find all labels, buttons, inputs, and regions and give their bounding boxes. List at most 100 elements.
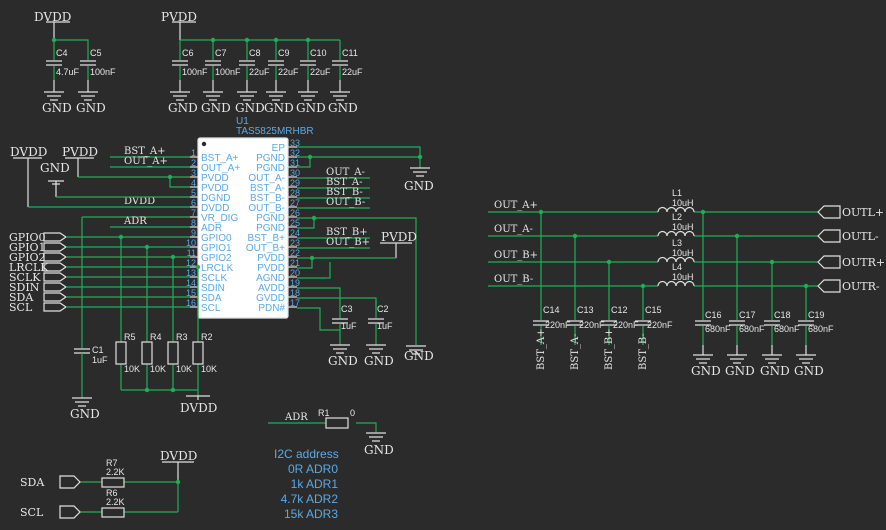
ic-pin-num-24: 24 [290,228,300,238]
ic-pin-name-28: BST_B- [250,193,285,204]
cap-out-2-plates [764,320,780,326]
ic-pin-num-17: 17 [290,298,300,308]
cap-top-2-val: 100nF [182,67,208,77]
cap-out-1-val: 680nF [739,324,765,334]
dvdd-label-bottom: DVDD [180,401,217,415]
port-shape-sda [43,292,68,302]
i2c-pullups: DVDD R7 2.2K R6 2.2K SDA SCL [20,449,197,519]
cap-top-5-val: 22uF [278,67,299,77]
ic-pin-name-11: GPIO2 [201,253,232,264]
ic-pin-num-21: 21 [290,258,300,268]
port-shape-gpio0 [43,232,68,242]
port-sclk: SCLK [9,271,41,284]
gnd-out-3-symbol [796,354,816,364]
gnd-top-3-label: GND [201,101,231,115]
resistor-2-ref: R3 [176,332,188,342]
pvdd-label-ic: PVDD [62,145,98,159]
cap-top-1-val: 100nF [90,67,116,77]
gnd-misc-1-symbol [330,344,350,354]
cap-out-1-plates [729,320,745,326]
port-shape-gpio1 [43,242,68,252]
ic-pin-name-15: SDA [201,293,222,304]
ic-pin-num-25: 25 [290,218,300,228]
port-sda-pullup: SDA [20,476,45,489]
cap-out-3-val: 680nF [808,324,834,334]
ic-pin-name-20: AGND [256,273,285,284]
port-gpio1: GPIO1 [9,241,46,254]
ic-pin-name-21: PVDD [257,263,285,274]
net-bst-b-minus-r: BST_B- [326,187,363,198]
ic-pin-num-20: 20 [290,268,300,278]
ic-pin-name-33: EP [272,143,286,154]
ic-pin-num-32: 32 [290,148,300,158]
gnd-top-4-symbol [237,91,257,101]
ic-pin-name-27: OUT_B- [248,203,285,214]
ic-pin-name-2: OUT_A+ [201,163,240,174]
port-outl-minusplus: OUTL+ [842,206,884,219]
cap-top-4-ref: C8 [249,48,261,58]
port-gpio0: GPIO0 [9,231,46,244]
cap-bst-2-net: BST_B+ [604,328,615,370]
gnd-c1-symbol [72,397,92,407]
r1-body [325,417,349,429]
ic-pin-name-9: GPIO0 [201,233,232,244]
net-out-b-plus-r: OUT_B+ [326,237,370,248]
cap-misc-1-ref: C3 [341,304,353,314]
port-scl: SCL [9,301,33,314]
net-out-b-minus-r: OUT_B- [326,197,365,208]
ic-pin-name-23: OUT_B+ [246,243,285,254]
port-gpio2: GPIO2 [9,251,46,264]
ic-pin-num-29: 29 [290,178,300,188]
gnd-top-7-label: GND [328,101,358,115]
ic-pin-num-6: 6 [191,198,196,208]
ic-pin-num-19: 19 [290,278,300,288]
cap-top-2-ref: C6 [182,48,194,58]
ic-pin-num-26: 26 [290,208,300,218]
cap-top-5-ref: C9 [278,48,290,58]
i2c-row-2: 4.7k ADR2 [281,492,339,506]
gnd-top-3-symbol [203,91,223,101]
ic-pin-name-17: PDN# [258,303,285,314]
ic-pin-name-6: DVDD [201,203,229,214]
cap-top-3-ref: C7 [215,48,227,58]
port-shape-outl+ [817,205,841,219]
port-lrclk: LRCLK [9,261,49,274]
ic-pin-name-5: DGND [201,193,230,204]
gnd-top-5-symbol [266,91,286,101]
cap-bst-0-net: BST_A+ [536,329,547,370]
ic-pin-num-13: 13 [186,268,196,278]
port-shape-sdin [43,282,68,292]
ic-pin-num-11: 11 [187,248,196,258]
cap-out-0-val: 680nF [705,324,731,334]
cap-bst-0-plates [533,320,549,326]
ic-pin-num-10: 10 [186,238,196,248]
ic-pin-num-12: 12 [186,258,196,268]
gnd-top-1-symbol [78,91,98,101]
ic-pin-num-33: 33 [290,138,300,148]
dvdd-label-pullup: DVDD [160,449,197,463]
cap-out-2-val: 680nF [774,324,800,334]
resistor-1-ref: R4 [150,332,162,342]
gnd-top-6-label: GND [296,101,326,115]
port-shape-outl- [817,229,841,243]
cap-out-0-plates [695,320,711,326]
resistor-1-val: 10K [150,364,166,374]
cap-bst-1-val: 220nF [579,320,605,330]
cap-bst-1-net: BST_A- [570,334,581,370]
gnd-label-dgnd: GND [40,161,70,175]
gnd-label-pgnd2: GND [404,349,434,363]
ic-pin-num-14: 14 [186,278,196,288]
gnd-top-4-label: GND [235,101,265,115]
ic-right-wiring: GND OUT_A- BST_A- BST_B- OUT_B- GND BST_… [297,146,434,363]
